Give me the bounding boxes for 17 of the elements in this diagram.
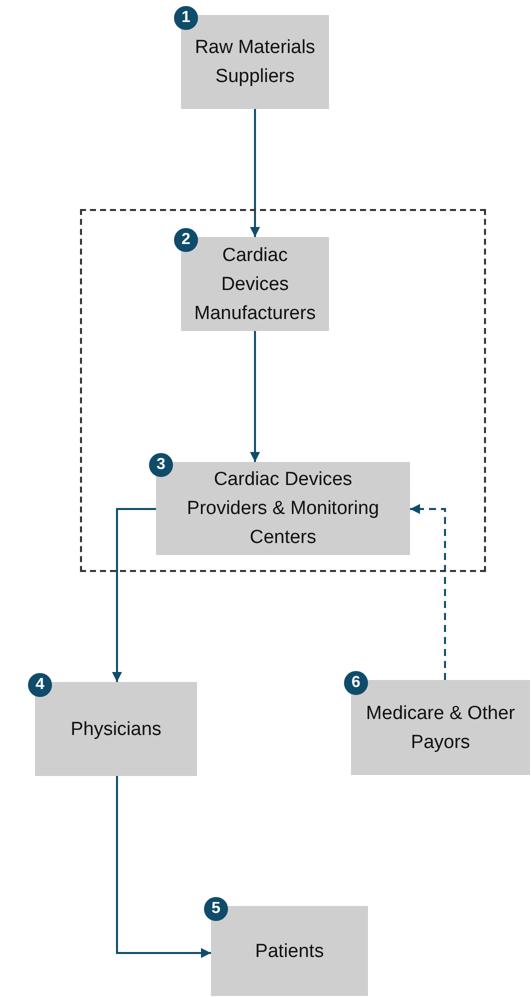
node-label: Physicians — [70, 718, 162, 742]
number-badge: 5 — [204, 897, 228, 921]
arrow — [112, 508, 156, 682]
node-label: Raw Materials Suppliers — [194, 36, 316, 89]
number-badge: 4 — [28, 673, 52, 697]
dashed-group-border — [80, 209, 486, 572]
number-badge: 3 — [149, 453, 173, 477]
number-badge: 6 — [344, 671, 368, 695]
number-badge: 1 — [174, 6, 198, 30]
arrow — [116, 776, 211, 958]
number-badge: 2 — [174, 228, 198, 252]
arrow — [410, 504, 446, 680]
arrow — [250, 109, 260, 237]
node-label: Patients — [254, 940, 325, 964]
arrow — [250, 331, 260, 462]
node-label: Cardiac Devices Providers & Monitoring Centers — [186, 468, 380, 550]
node-label: Medicare & Other Payors — [365, 702, 516, 754]
